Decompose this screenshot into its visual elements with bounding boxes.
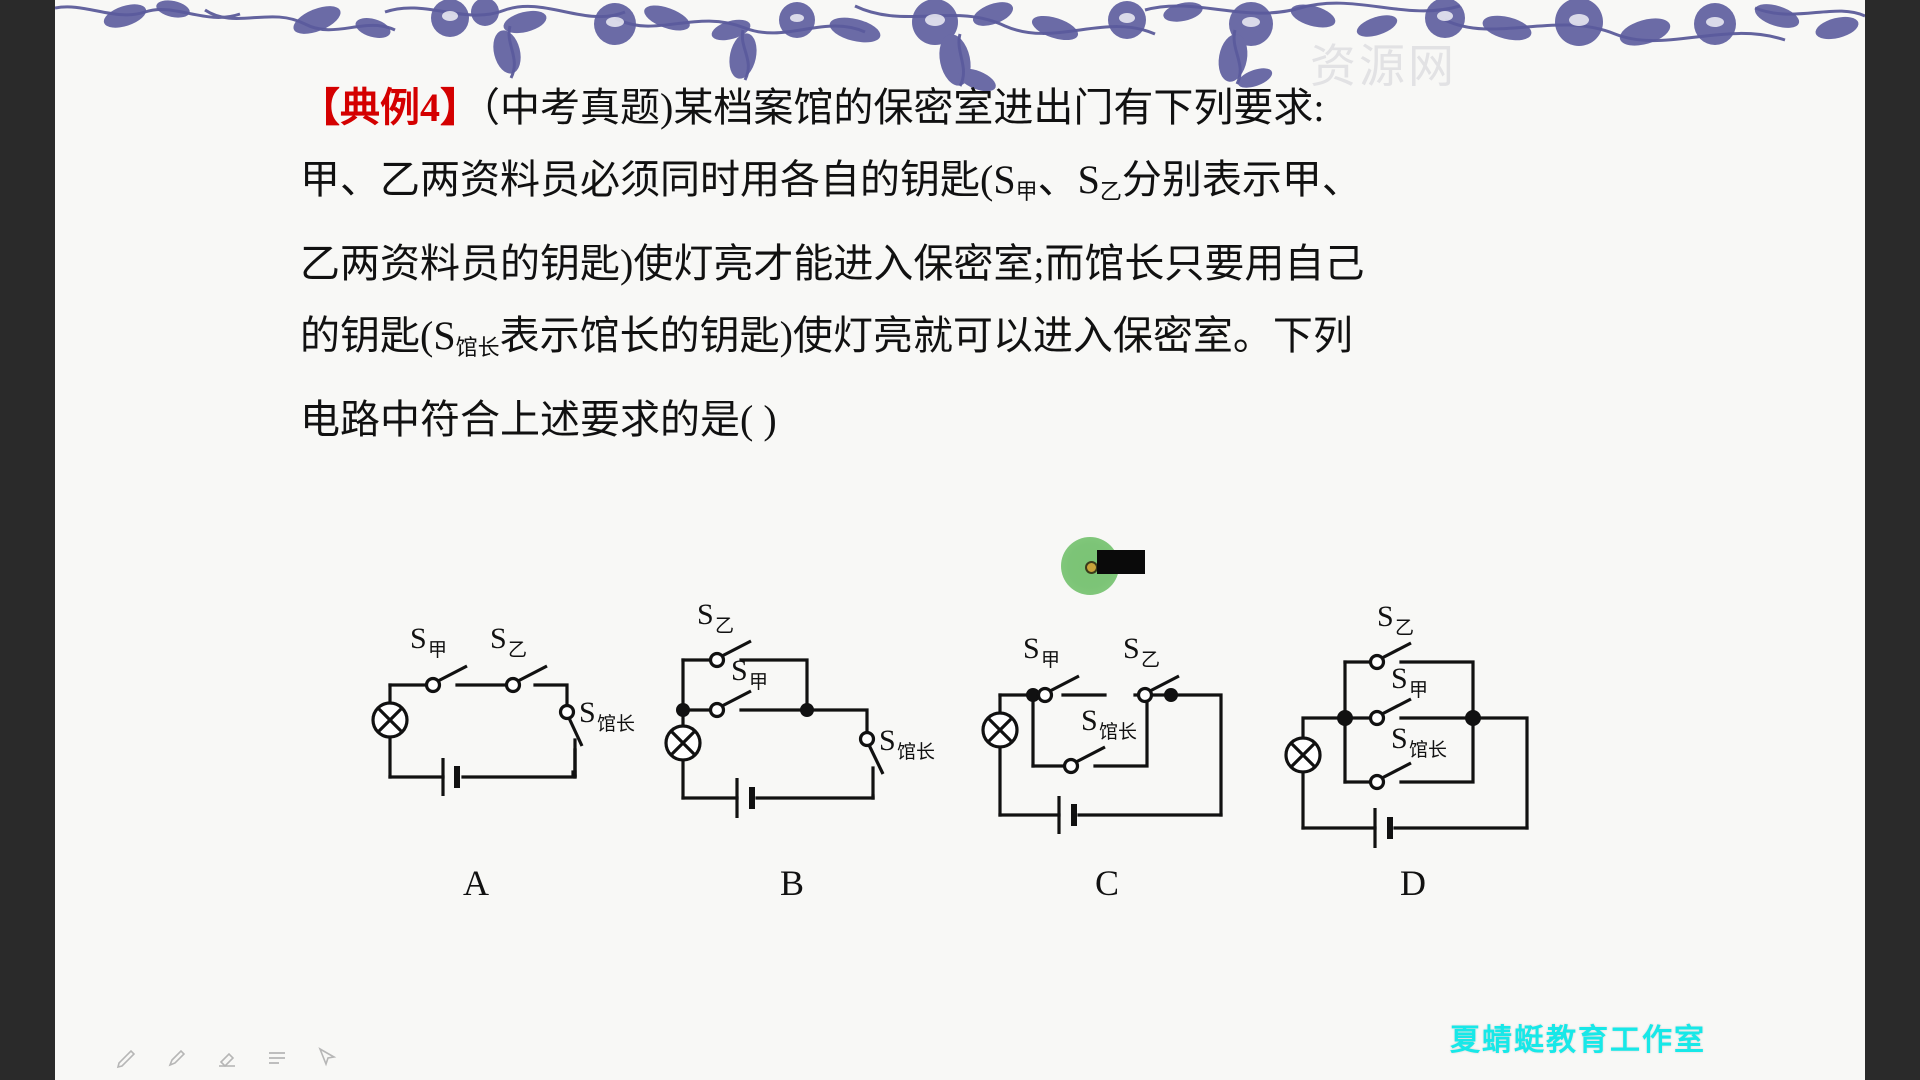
question-line-4-a: 的钥匙(S	[300, 313, 456, 358]
switch-label-yi-b: S	[697, 598, 714, 631]
junction-dot-c-left	[1026, 688, 1040, 702]
question-line-2-b: 、S	[1037, 157, 1100, 202]
switch-label-guanzhang-a: S	[579, 696, 596, 729]
switch-label-yi-sub-d: 乙	[1395, 618, 1414, 639]
circuit-option-b: S 乙 S 甲 S 馆长	[645, 598, 965, 903]
switch-jia-b[interactable]	[708, 689, 752, 719]
lamp-symbol-d	[1284, 736, 1322, 774]
switch-label-guanzhang-sub-a: 馆长	[597, 713, 635, 735]
switch-jia-c[interactable]	[1036, 674, 1080, 704]
question-text-block: 【典例4】（中考真题)某档案馆的保密室进出门有下列要求: 甲、乙两资料员必须同时…	[300, 72, 1590, 456]
switch-guanzhang-d[interactable]	[1368, 761, 1412, 791]
switch-label-yi-sub-b: 乙	[715, 616, 734, 637]
circuit-option-d: S 乙 S 甲 S 馆长	[1265, 600, 1585, 903]
pointer-bar-marker	[1097, 550, 1145, 574]
switch-guanzhang-b[interactable]	[858, 730, 885, 775]
switch-guanzhang-c[interactable]	[1062, 745, 1106, 775]
option-label-c: C	[1095, 863, 1120, 903]
left-letterbox	[0, 0, 55, 1080]
battery-symbol-b	[735, 778, 755, 818]
switch-label-jia-sub-b: 甲	[749, 672, 768, 693]
question-line-1: 【典例4】（中考真题)某档案馆的保密室进出门有下列要求:	[300, 72, 1590, 144]
lamp-symbol-a	[371, 701, 409, 739]
switch-label-jia-a: S	[410, 622, 427, 655]
battery-symbol-a	[441, 758, 460, 796]
switch-label-guanzhang-b: S	[879, 724, 896, 757]
junction-dot-d-right	[1465, 710, 1481, 726]
switch-label-yi-d: S	[1377, 600, 1394, 633]
switch-label-guanzhang-sub-c: 馆长	[1099, 721, 1137, 743]
switch-label-guanzhang-c: S	[1081, 704, 1098, 737]
switch-label-jia-c: S	[1023, 632, 1040, 665]
example-tag: 【典例4】	[300, 85, 480, 130]
battery-symbol-c	[1057, 796, 1077, 834]
slide-canvas: 资源网 【典例4】（中考真题)某档案馆的保密室进出门有下列要求: 甲、乙两资料员…	[55, 0, 1865, 1080]
option-label-b: B	[780, 863, 805, 903]
switch-guanzhang-a[interactable]	[558, 703, 584, 747]
junction-dot-b-left	[676, 703, 690, 717]
annotation-toolbar[interactable]	[115, 1040, 365, 1076]
highlighter-icon[interactable]	[165, 1046, 189, 1070]
eraser-icon[interactable]	[215, 1046, 239, 1070]
circuit-options-row: S 甲 S 乙 S 馆长	[55, 598, 1865, 1000]
lamp-symbol-b	[664, 724, 702, 762]
switch-label-jia-b: S	[731, 654, 748, 687]
question-line-2: 甲、乙两资料员必须同时用各自的钥匙(S甲、S乙分别表示甲、	[300, 144, 1590, 228]
junction-dot-d-left	[1337, 710, 1353, 726]
pointer-icon[interactable]	[315, 1046, 339, 1070]
switch-label-yi-a: S	[490, 622, 507, 655]
switch-yi-a[interactable]	[504, 664, 548, 694]
option-label-d: D	[1400, 863, 1426, 903]
question-line-5: 电路中符合上述要求的是( )	[300, 397, 777, 442]
right-letterbox	[1865, 0, 1920, 1080]
pen-icon[interactable]	[115, 1046, 139, 1070]
switch-label-yi-sub-c: 乙	[1141, 650, 1160, 671]
circuit-option-a: S 甲 S 乙 S 馆长	[335, 600, 635, 903]
switch-jia-d[interactable]	[1368, 697, 1412, 727]
subscript-guanzhang: 馆长	[455, 335, 500, 360]
switch-label-yi-c: S	[1123, 632, 1140, 665]
switch-label-guanzhang-sub-d: 馆长	[1409, 739, 1447, 761]
subscript-jia: 甲	[1015, 179, 1038, 204]
switch-label-guanzhang-sub-b: 馆长	[897, 741, 935, 763]
lamp-symbol-c	[981, 711, 1019, 749]
switch-label-yi-sub-a: 乙	[508, 640, 527, 661]
option-label-a: A	[463, 863, 489, 903]
question-line-4-b: 表示馆长的钥匙)使灯亮就可以进入保密室。下列	[499, 313, 1353, 358]
question-line-2-a: 甲、乙两资料员必须同时用各自的钥匙(S	[300, 157, 1016, 202]
junction-dot-c-right	[1164, 688, 1178, 702]
question-line-3: 乙两资料员的钥匙)使灯亮才能进入保密室;而馆长只要用自己	[300, 241, 1365, 286]
list-icon[interactable]	[265, 1046, 289, 1070]
switch-label-jia-sub-c: 甲	[1041, 650, 1060, 671]
junction-dot-b-right	[800, 703, 814, 717]
circuit-option-c: S 甲 S 乙 S 馆长	[955, 600, 1275, 903]
floral-border-decoration	[55, 0, 1865, 92]
question-line-1-colon: :	[1313, 85, 1325, 130]
switch-yi-d[interactable]	[1368, 641, 1412, 671]
question-line-2-c: 分别表示甲、	[1121, 157, 1362, 202]
question-line-1-text: （中考真题)某档案馆的保密室进出门有下列要求	[480, 85, 1314, 130]
question-line-4: 的钥匙(S馆长表示馆长的钥匙)使灯亮就可以进入保密室。下列	[300, 300, 1590, 384]
switch-label-guanzhang-d: S	[1391, 722, 1408, 755]
battery-symbol-d	[1373, 808, 1393, 848]
switch-label-jia-d: S	[1391, 662, 1408, 695]
watermark-studio: 夏蜻蜓教育工作室	[1450, 1024, 1706, 1057]
switch-label-jia-sub-a: 甲	[428, 640, 447, 661]
subscript-yi: 乙	[1099, 179, 1122, 204]
switch-jia-a[interactable]	[424, 664, 468, 694]
switch-yi-b[interactable]	[708, 639, 752, 669]
switch-yi-c[interactable]	[1136, 674, 1180, 704]
switch-label-jia-sub-d: 甲	[1409, 680, 1428, 701]
